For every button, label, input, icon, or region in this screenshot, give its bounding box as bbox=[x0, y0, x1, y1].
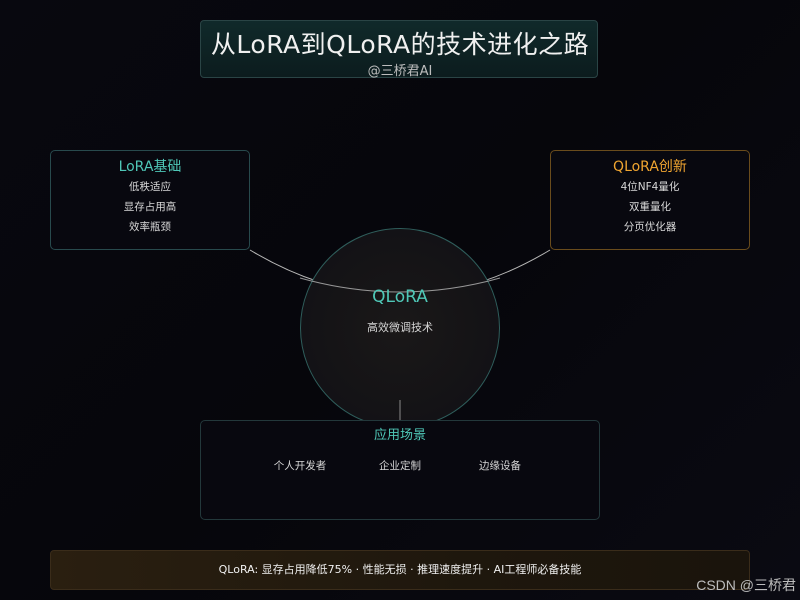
center-title: QLoRA bbox=[372, 287, 428, 307]
lora-card-title: LoRA基础 bbox=[118, 159, 182, 175]
application-item: 个人开发者 bbox=[273, 460, 327, 472]
watermark: CSDN @三桥君 bbox=[696, 577, 796, 593]
lora-item: 低秩适应 bbox=[129, 181, 171, 193]
qlora-card-title: QLoRA创新 bbox=[613, 159, 687, 175]
lora-item: 效率瓶颈 bbox=[129, 221, 171, 233]
page-title: 从LoRA到QLoRA的技术进化之路 bbox=[210, 30, 590, 59]
qlora-item: 双重量化 bbox=[629, 201, 671, 213]
lora-basics-card: LoRA基础 低秩适应 显存占用高 效率瓶颈 bbox=[50, 150, 250, 250]
summary-banner bbox=[50, 550, 750, 590]
applications-box bbox=[200, 420, 600, 520]
qlora-item: 4位NF4量化 bbox=[620, 181, 680, 193]
author-label: @三桥君AI bbox=[367, 64, 433, 79]
applications-title: 应用场景 bbox=[373, 428, 426, 443]
qlora-item: 分页优化器 bbox=[623, 221, 677, 233]
lora-item: 显存占用高 bbox=[123, 201, 177, 213]
application-item: 企业定制 bbox=[379, 460, 421, 472]
application-item: 边缘设备 bbox=[479, 460, 521, 472]
qlora-innovation-card: QLoRA创新 4位NF4量化 双重量化 分页优化器 bbox=[550, 150, 750, 250]
title-panel bbox=[200, 20, 598, 78]
center-circle bbox=[300, 228, 500, 428]
summary-text: QLoRA: 显存占用降低75% · 性能无损 · 推理速度提升 · AI工程师… bbox=[218, 563, 582, 576]
center-subtitle: 高效微调技术 bbox=[367, 321, 433, 334]
